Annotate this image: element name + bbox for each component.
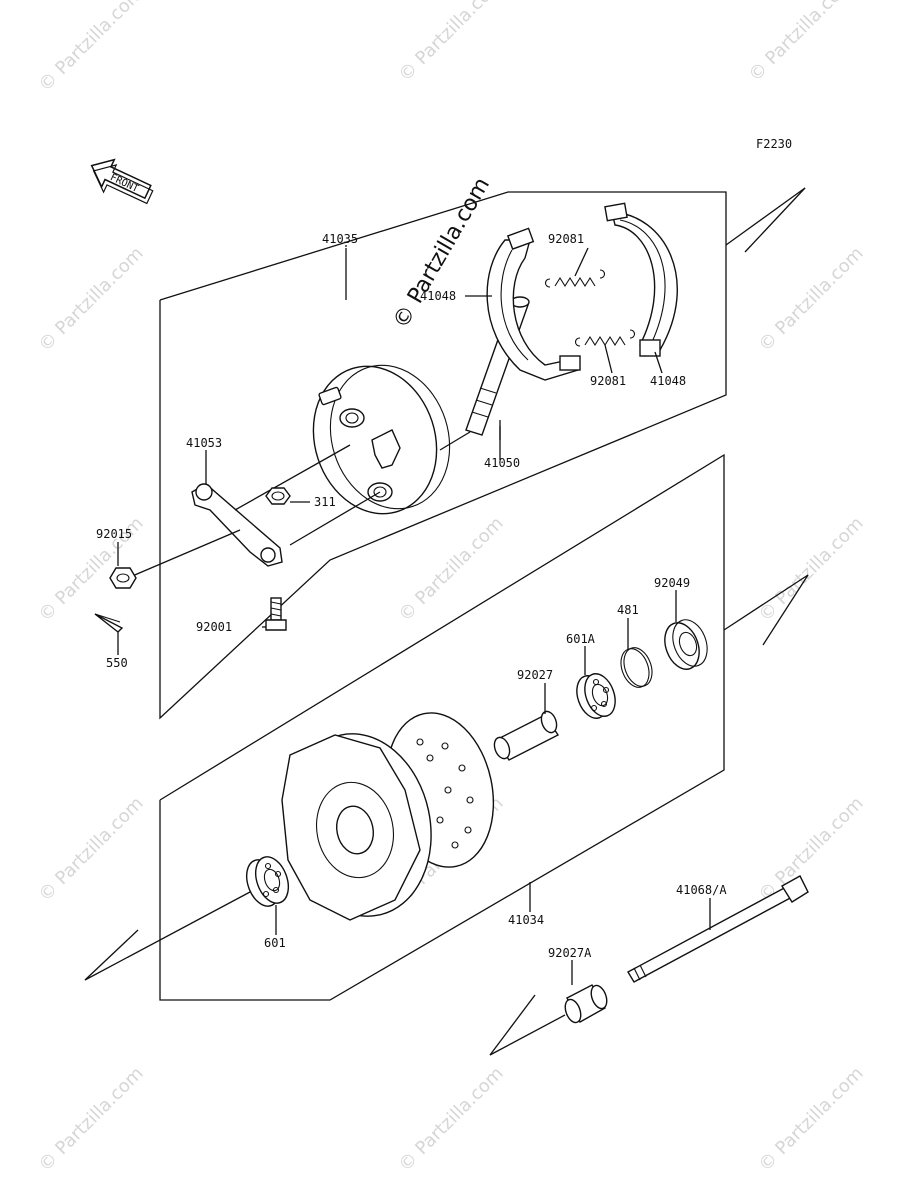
watermark-tile: © Partzilla.com (755, 793, 868, 906)
label-41068A: 41068/A (676, 883, 727, 897)
label-601: 601 (264, 936, 286, 950)
spring-92081-upper (544, 269, 606, 288)
hub-axis-line (84, 891, 251, 981)
label-481: 481 (617, 603, 639, 617)
label-92027: 92027 (517, 668, 553, 682)
hub-41034 (281, 712, 495, 921)
bearing-601 (245, 856, 290, 907)
watermark-tile: © Partzilla.com (35, 1063, 148, 1176)
oil-seal-92049 (664, 619, 708, 670)
nut-92015 (109, 567, 137, 589)
watermark-tile: © Partzilla.com (745, 0, 858, 86)
collar-92027A (489, 984, 608, 1056)
brake-panel-group-frame (159, 187, 806, 720)
label-41048-left: 41048 (420, 289, 456, 303)
watermark-tile: © Partzilla.com (755, 243, 868, 356)
label-41050: 41050 (484, 456, 520, 470)
watermark-tile: © Partzilla.com (35, 0, 148, 96)
label-41048-right: 41048 (650, 374, 686, 388)
cotter-pin-550 (94, 613, 124, 633)
brake-shoe-41048-right (604, 202, 678, 357)
bearing-601A (576, 673, 616, 719)
label-41034: 41034 (508, 913, 544, 927)
label-41035: 41035 (322, 232, 358, 246)
nut-311 (265, 487, 291, 505)
watermark-tile: © Partzilla.com (395, 0, 508, 86)
front-arrow-icon: FRONT (90, 158, 154, 205)
watermark-tile: © Partzilla.com (755, 1063, 868, 1176)
label-92081-upper: 92081 (548, 232, 584, 246)
label-92081-lower: 92081 (590, 374, 626, 388)
brake-arm-41053 (129, 444, 381, 578)
leader-lines (117, 245, 711, 985)
collar-92027 (493, 710, 560, 761)
label-92049: 92049 (654, 576, 690, 590)
label-92001: 92001 (196, 620, 232, 634)
label-601A: 601A (566, 632, 596, 646)
part-labels: 41035 92081 41048 92081 41048 41053 4105… (96, 232, 727, 960)
label-550: 550 (106, 656, 128, 670)
label-92027A: 92027A (548, 946, 592, 960)
brake-shoe-41048-left (486, 227, 581, 381)
watermark-tile: © Partzilla.com (395, 1063, 508, 1176)
brake-panel-41035 (312, 364, 451, 515)
spring-92081-lower (574, 329, 636, 347)
label-92015: 92015 (96, 527, 132, 541)
axle-41068A (627, 875, 809, 983)
watermark-tile: © Partzilla.com (395, 513, 508, 626)
hub-group-frame (159, 453, 809, 1001)
watermark-tile: © Partzilla.com (35, 243, 148, 356)
circlip-481 (620, 647, 653, 688)
diagram-code: F2230 (756, 137, 792, 151)
label-41053: 41053 (186, 436, 222, 450)
watermark-tile: © Partzilla.com (755, 513, 868, 626)
watermark-tile: © Partzilla.com (35, 793, 148, 906)
watermark-main: © Partzilla.com (389, 173, 496, 333)
label-311: 311 (314, 495, 336, 509)
